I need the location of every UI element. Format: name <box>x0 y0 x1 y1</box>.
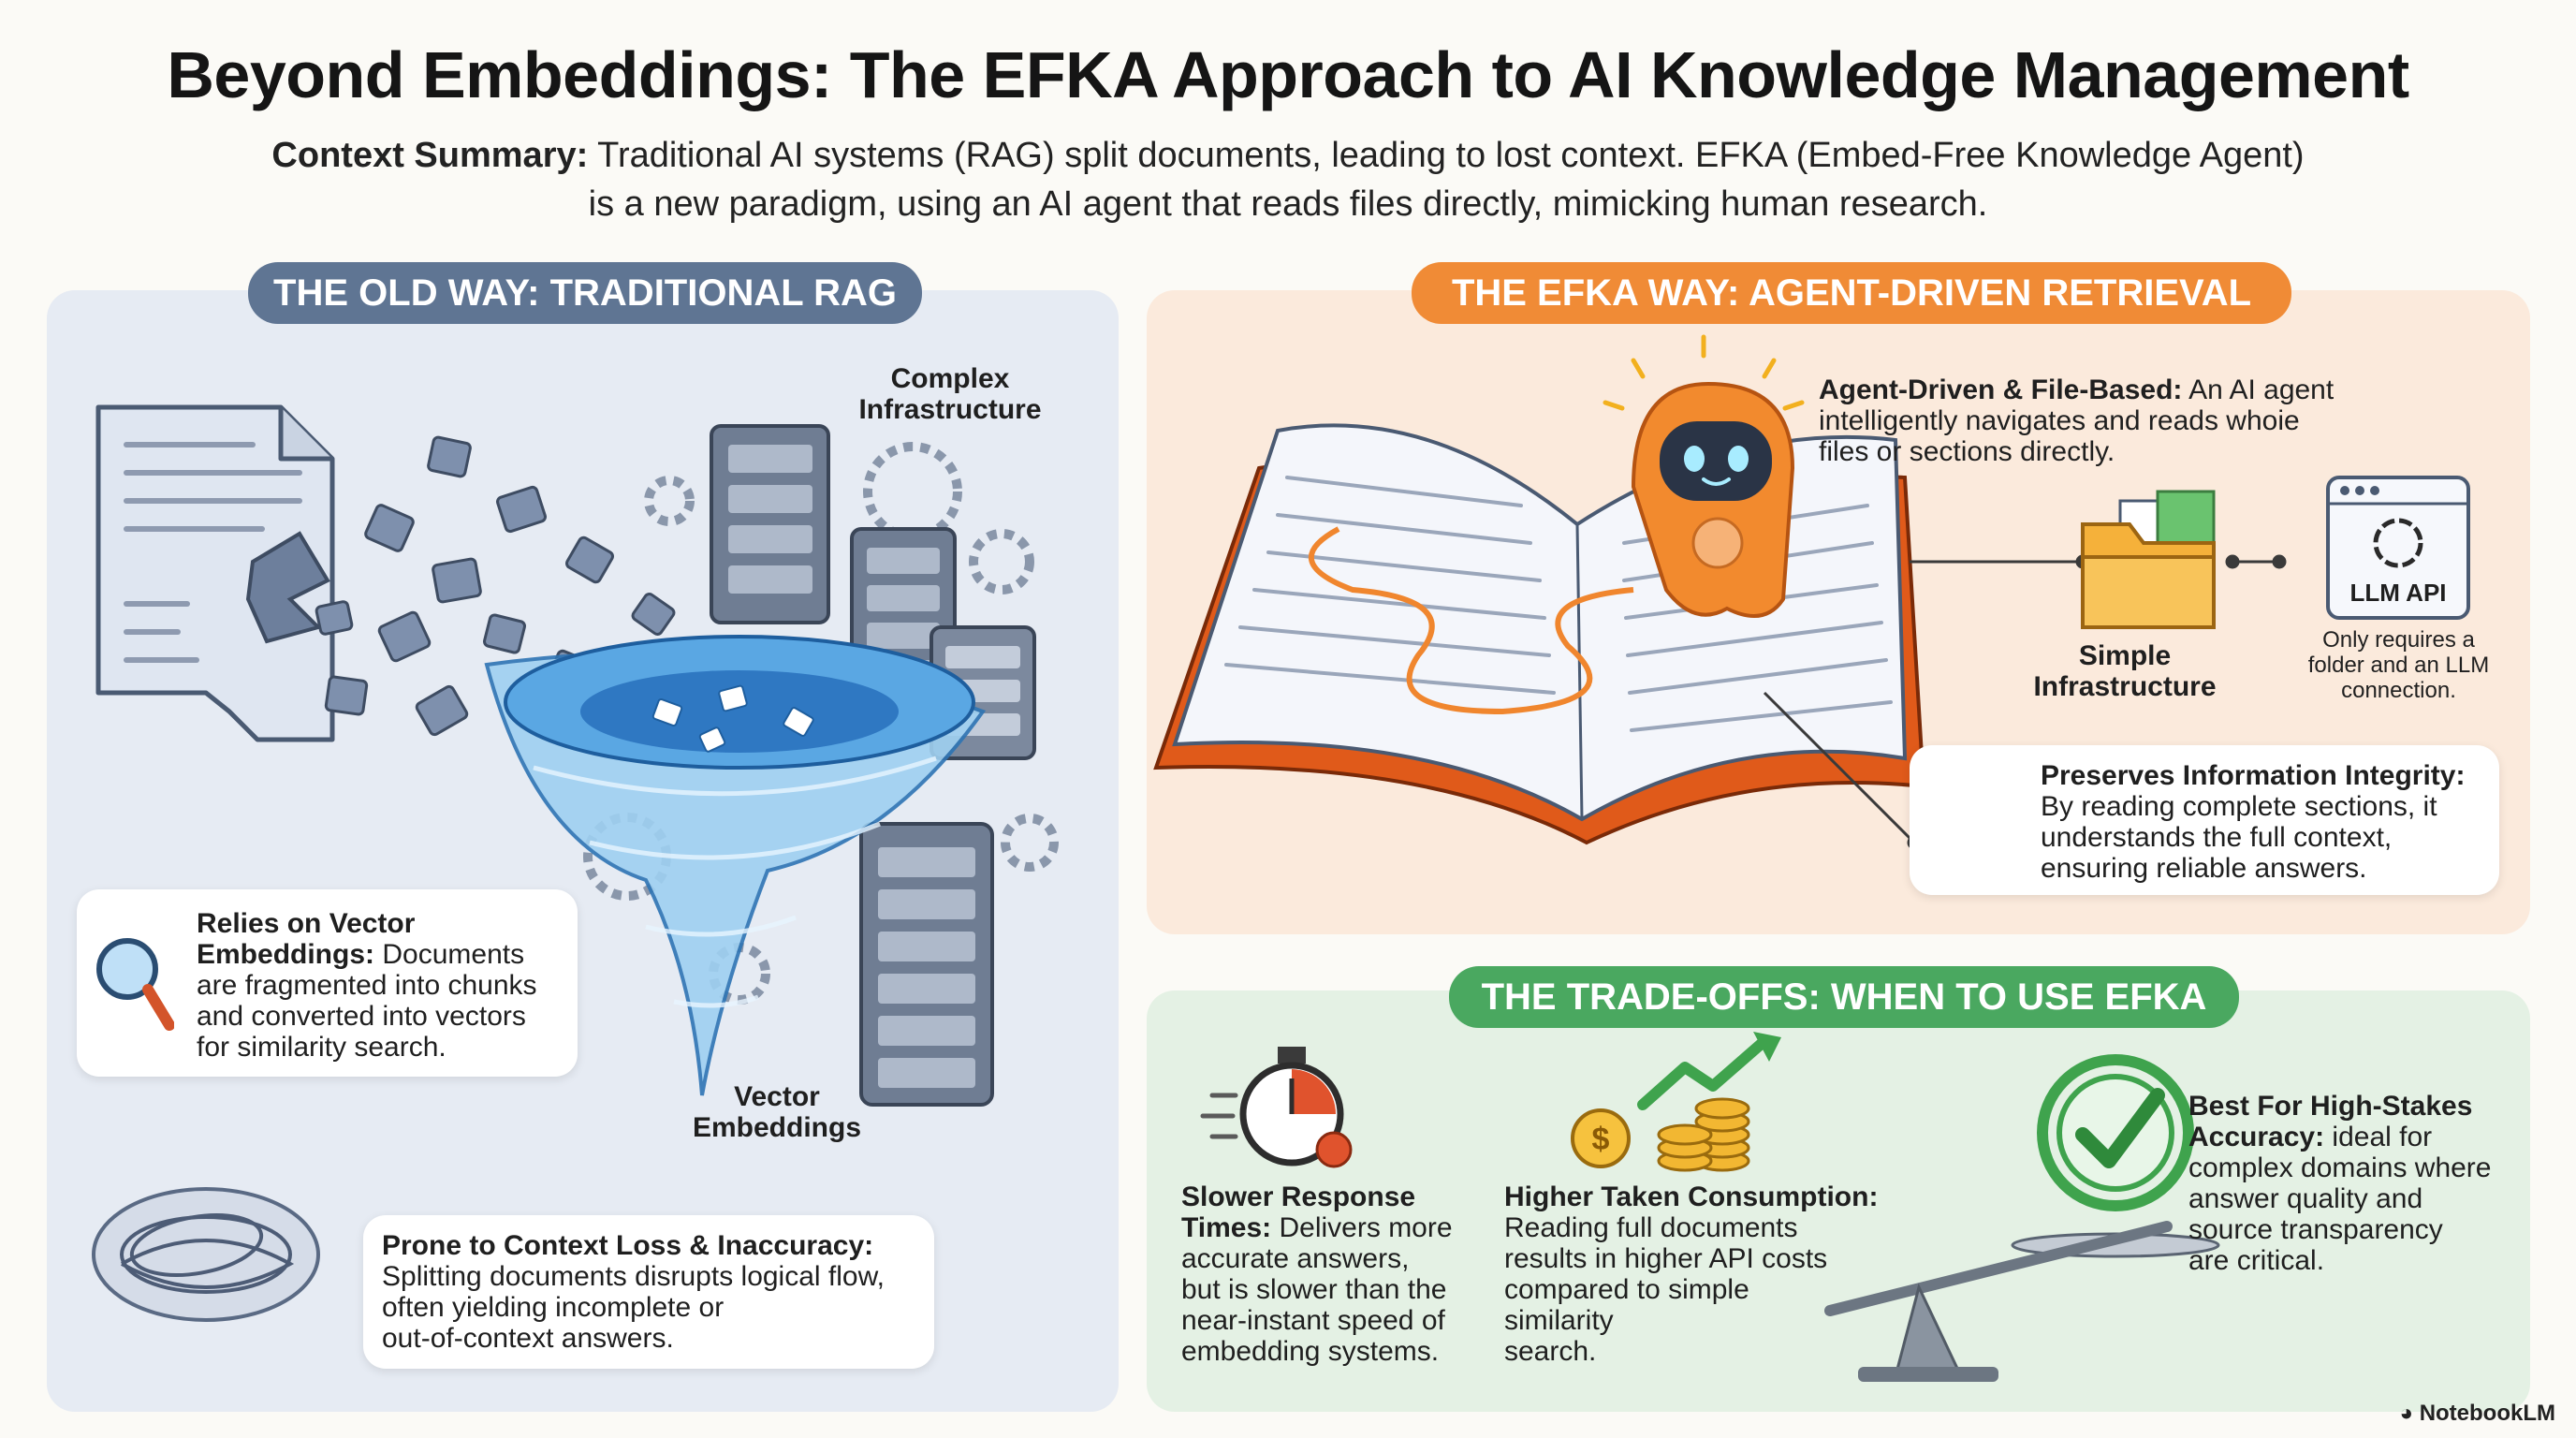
stopwatch-icon <box>1200 1047 1353 1168</box>
slower-response-text: Slower Response Times: Delivers more acc… <box>1181 1181 1453 1367</box>
token-consumption-text: Higher Taken Consumption: Reading full d… <box>1504 1181 1879 1367</box>
trade-offs-panel <box>1147 990 2530 1412</box>
summary-line-1: Traditional AI systems (RAG) split docum… <box>597 136 2305 175</box>
folder-icon <box>2081 490 2216 629</box>
old-way-heading: THE OLD WAY: TRADITIONAL RAG <box>248 262 922 324</box>
agent-driven-text: Agent-Driven & File-Based: An AI agent i… <box>1819 374 2334 467</box>
torn-document-icon <box>95 404 335 742</box>
open-book-icon <box>1153 423 1926 845</box>
efka-illustration <box>1153 334 2470 883</box>
tangled-context-icon <box>92 1187 320 1322</box>
context-summary: Context Summary: Traditional AI systems … <box>112 131 2464 228</box>
rising-cost-coins-icon: $ <box>1571 1032 1781 1172</box>
relies-on-embeddings-card: Relies on Vector Embeddings: Documents a… <box>77 889 578 1077</box>
notebooklm-brand: ◕ NotebookLM <box>2399 1401 2555 1426</box>
llm-api-window-icon <box>2326 476 2470 620</box>
trade-offs-illustration: $ <box>1200 1032 2220 1382</box>
best-for-accuracy-text: Best For High-Stakes Accuracy: ideal for… <box>2188 1091 2492 1276</box>
context-loss-card: Prone to Context Loss & Inaccuracy: Spli… <box>363 1215 934 1369</box>
svg-text:$: $ <box>1592 1122 1610 1157</box>
gear-icon <box>583 442 1059 1005</box>
llm-api-label: LLM API <box>2349 579 2447 607</box>
magnifier-icon <box>96 938 174 1031</box>
efka-way-heading: THE EFKA WAY: AGENT-DRIVEN RETRIEVAL <box>1412 262 2291 324</box>
summary-label: Context Summary: <box>271 136 589 175</box>
vector-tornado-icon <box>484 635 987 1096</box>
ai-agent-robot-icon <box>1603 334 1805 618</box>
summary-line-2: is a new paradigm, using an AI agent tha… <box>588 184 1988 224</box>
integrity-card: Preserves Information Integrity: By read… <box>1910 745 2499 895</box>
trade-offs-heading: THE TRADE-OFFS: WHEN TO USE EFKA <box>1449 966 2239 1028</box>
notebooklm-logo-icon: ◕ <box>2399 1401 2414 1426</box>
page-title: Beyond Embeddings: The EFKA Approach to … <box>167 38 2409 111</box>
old-way-illustration <box>92 404 1059 1322</box>
accuracy-scale-icon <box>1824 1054 2220 1382</box>
